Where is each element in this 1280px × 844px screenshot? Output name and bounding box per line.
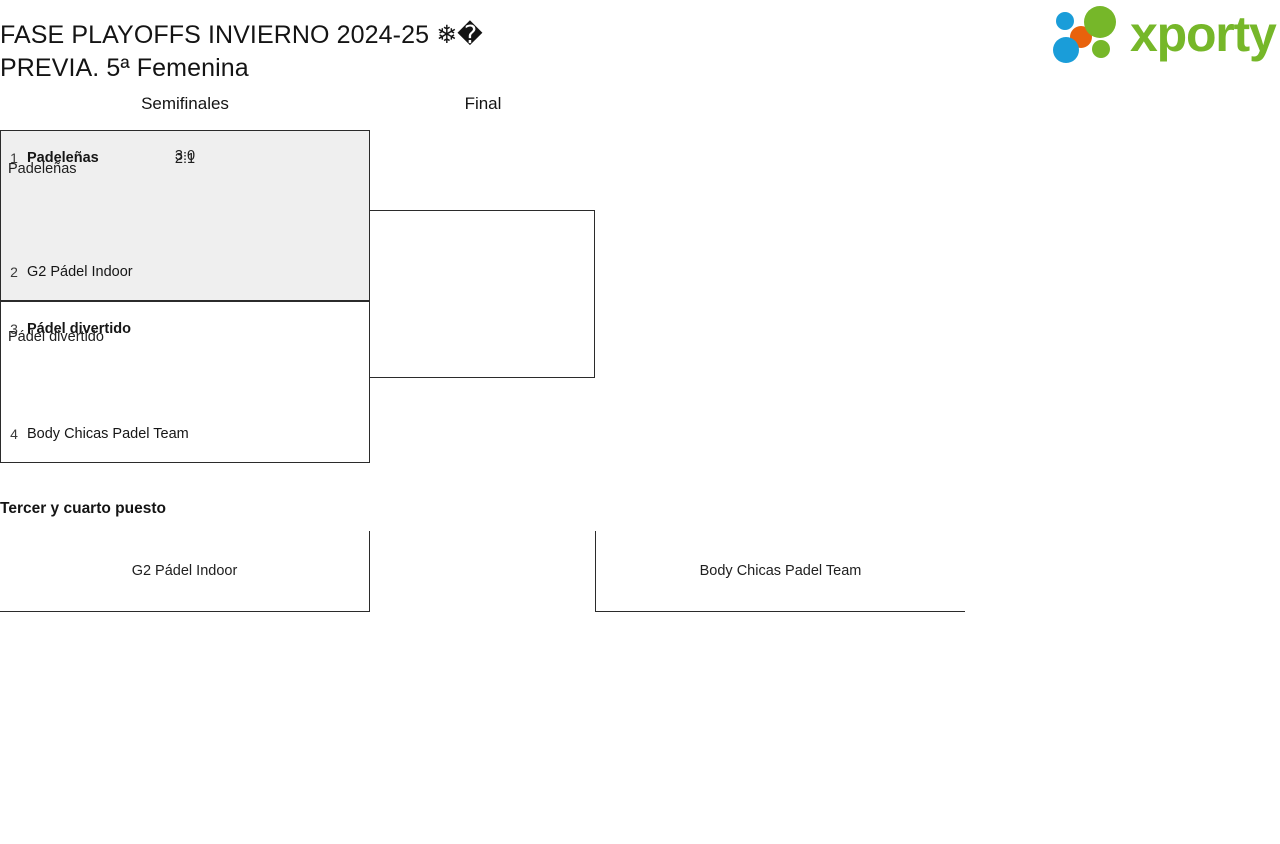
page-header: FASE PLAYOFFS INVIERNO 2024-25 ❄� PREVIA… [0, 0, 1280, 82]
round-header-final: Final [464, 94, 502, 113]
match-score-semifinal-1: 2:1 [174, 151, 196, 167]
logo-dots-icon [1053, 6, 1116, 63]
match-score-semifinal-2: 3:0 [174, 148, 196, 164]
competitor-name: Padeleñas [27, 150, 99, 166]
third-place-competitor-name: G2 Pádel Indoor [131, 563, 238, 579]
match-competitor-top[interactable]: 3 Pádel divertido [1, 318, 369, 340]
third-place-title: Tercer y cuarto puesto [0, 500, 166, 517]
page-title: FASE PLAYOFFS INVIERNO 2024-25 ❄� PREVIA… [0, 20, 483, 82]
competitor-name: G2 Pádel Indoor [27, 264, 133, 280]
bracket-connector-final-top [369, 130, 595, 211]
final-qualifier-top[interactable]: Padeleñas [8, 161, 77, 177]
third-place-section: Tercer y cuarto puesto G2 Pádel Indoor B… [0, 494, 1280, 624]
third-place-competitor-name: Body Chicas Padel Team [699, 563, 862, 579]
match-semifinal-2[interactable]: 3 Pádel divertido 4 Body Chicas Padel Te… [0, 301, 370, 463]
competitor-seed: 1 [10, 150, 18, 166]
logo-wordmark: xporty [1130, 6, 1277, 62]
bracket-connector-final-bottom [369, 211, 595, 378]
round-header-semifinales: Semifinales [141, 94, 229, 113]
competitor-seed: 3 [10, 321, 18, 337]
xporty-logo[interactable]: xporty [1052, 4, 1277, 68]
third-place-competitor-right[interactable]: Body Chicas Padel Team [595, 531, 965, 612]
competitor-seed: 2 [10, 264, 18, 280]
match-competitor-top[interactable]: 1 Padeleñas [1, 147, 369, 169]
third-place-competitor-left[interactable]: G2 Pádel Indoor [0, 531, 370, 612]
tournament-bracket: Semifinales Final 1 Padeleñas 2 G2 Pádel… [0, 78, 1280, 638]
competitor-seed: 4 [10, 426, 18, 442]
competitor-name: Body Chicas Padel Team [27, 426, 189, 442]
competitor-name: Pádel divertido [27, 321, 131, 337]
match-competitor-bottom[interactable]: 2 G2 Pádel Indoor [1, 261, 369, 283]
final-qualifier-bottom[interactable]: Pádel divertido [8, 329, 104, 345]
match-semifinal-1[interactable]: 1 Padeleñas 2 G2 Pádel Indoor [0, 130, 370, 301]
match-competitor-bottom[interactable]: 4 Body Chicas Padel Team [1, 423, 369, 445]
